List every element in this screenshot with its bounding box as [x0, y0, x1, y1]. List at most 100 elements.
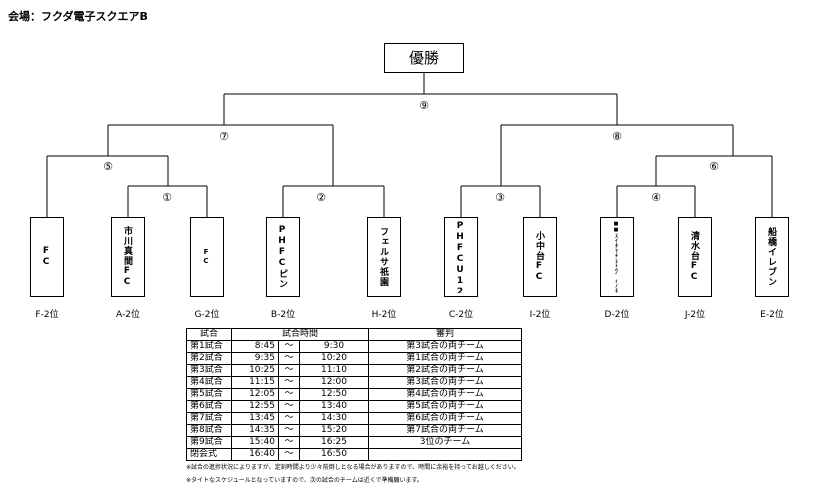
match-number-4: ④	[651, 191, 661, 204]
schedule-match-cell: 閉会式	[186, 448, 232, 461]
team-box: フェルサ祇園	[367, 217, 401, 297]
header-time: 試合時間	[231, 328, 369, 341]
schedule-match-cell: 第3試合	[186, 364, 232, 377]
schedule-match-cell: 第7試合	[186, 412, 232, 425]
header-match: 試合	[186, 328, 232, 341]
schedule-match-cell: 第4試合	[186, 376, 232, 389]
team-box: FC LEEZU	[30, 217, 64, 297]
schedule-referee-cell: 第3試合の両チーム	[368, 340, 522, 353]
team-box: 清水台FC	[678, 217, 712, 297]
schedule-referee-cell: 第5試合の両チーム	[368, 400, 522, 413]
schedule-start-cell: 8:45	[231, 340, 279, 353]
seed-label: I-2位	[529, 310, 551, 320]
header-referee: 審判	[368, 328, 522, 341]
schedule-referee-cell	[368, 448, 522, 461]
schedule-referee-cell: 第3試合の両チーム	[368, 376, 522, 389]
schedule-match-cell: 第1試合	[186, 340, 232, 353]
match-number-3: ③	[495, 191, 505, 204]
schedule-start-cell: 10:25	[231, 364, 279, 377]
team-name: フェルサ祇園	[378, 227, 388, 287]
note-2: ※タイトなスケジュールとなっていますので、次の試合のチームは近くで準備願います。	[186, 477, 423, 484]
team-name: PHFCU12	[455, 221, 465, 293]
seed-label: D-2位	[604, 310, 630, 320]
match-number-2: ②	[316, 191, 326, 204]
schedule-match-cell: 第2試合	[186, 352, 232, 365]
team-box: 市川真間FC	[111, 217, 145, 297]
schedule-referee-cell: 第6試合の両チーム	[368, 412, 522, 425]
team-name: 船橋イレブン	[766, 227, 776, 287]
seed-label: B-2位	[270, 310, 296, 320]
schedule-end-cell: 14:30	[299, 412, 369, 425]
venue-title: 会場：フクダ電子スクエアB	[8, 10, 148, 23]
match-number-1: ①	[162, 191, 172, 204]
schedule-match-cell: 第5試合	[186, 388, 232, 401]
team-name: 市川真間FC	[122, 226, 132, 288]
schedule-start-cell: 16:40	[231, 448, 279, 461]
schedule-separator-cell: ～	[278, 376, 300, 389]
schedule-separator-cell: ～	[278, 364, 300, 377]
seed-label: A-2位	[116, 310, 140, 320]
team-box: FC VEARE①	[190, 217, 224, 297]
schedule-match-cell: 第6試合	[186, 400, 232, 413]
schedule-start-cell: 14:35	[231, 424, 279, 437]
schedule-referee-cell: 第7試合の両チーム	[368, 424, 522, 437]
schedule-end-cell: 11:10	[299, 364, 369, 377]
schedule-header-row: 試合 試合時間 審判	[186, 328, 522, 341]
schedule-separator-cell: ～	[278, 424, 300, 437]
team-box: ■■ｽｲﾀﾏﾁｮﾄｳﾞｨﾉﾈ	[600, 217, 634, 297]
schedule-referee-cell: 第2試合の両チーム	[368, 364, 522, 377]
seed-label: E-2位	[760, 310, 784, 320]
match-number-5: ⑤	[103, 160, 113, 173]
schedule-end-cell: 12:50	[299, 388, 369, 401]
schedule-separator-cell: ～	[278, 448, 300, 461]
team-box: PHFCピンク	[266, 217, 300, 297]
seed-label: H-2位	[371, 310, 397, 320]
schedule-end-cell: 13:40	[299, 400, 369, 413]
match-number-7: ⑦	[219, 130, 229, 143]
bracket-lines	[46, 73, 773, 217]
schedule-start-cell: 11:15	[231, 376, 279, 389]
team-name: 清水台FC	[689, 231, 699, 283]
schedule-start-cell: 15:40	[231, 436, 279, 449]
seed-label: G-2位	[194, 310, 220, 320]
schedule-separator-cell: ～	[278, 352, 300, 365]
schedule-end-cell: 15:20	[299, 424, 369, 437]
team-box: 船橋イレブン	[755, 217, 789, 297]
schedule-separator-cell: ～	[278, 436, 300, 449]
schedule-start-cell: 12:55	[231, 400, 279, 413]
schedule-separator-cell: ～	[278, 388, 300, 401]
team-name: FC LEEZU	[41, 246, 51, 268]
schedule-start-cell: 9:35	[231, 352, 279, 365]
match-number-9: ⑨	[419, 99, 429, 112]
seed-label: F-2位	[35, 310, 59, 320]
schedule-referee-cell: 3位のチーム	[368, 436, 522, 449]
schedule-end-cell: 10:20	[299, 352, 369, 365]
schedule-end-cell: 16:50	[299, 448, 369, 461]
team-name: ■■ｽｲﾀﾏﾁｮﾄｳﾞｨﾉﾈ	[613, 221, 619, 293]
match-number-8: ⑧	[612, 130, 622, 143]
team-box: PHFCU12	[444, 217, 478, 297]
schedule-end-cell: 16:25	[299, 436, 369, 449]
schedule-match-cell: 第8試合	[186, 424, 232, 437]
champion-box: 優勝	[384, 43, 464, 73]
schedule-start-cell: 13:45	[231, 412, 279, 425]
schedule-referee-cell: 第1試合の両チーム	[368, 352, 522, 365]
team-name: 小中台FC	[534, 231, 544, 283]
team-name: PHFCピンク	[277, 225, 287, 289]
schedule-separator-cell: ～	[278, 412, 300, 425]
schedule-match-cell: 第9試合	[186, 436, 232, 449]
schedule-separator-cell: ～	[278, 400, 300, 413]
team-name: FC VEARE①	[202, 248, 210, 266]
seed-label: C-2位	[448, 310, 474, 320]
schedule-referee-cell: 第4試合の両チーム	[368, 388, 522, 401]
schedule-start-cell: 12:05	[231, 388, 279, 401]
